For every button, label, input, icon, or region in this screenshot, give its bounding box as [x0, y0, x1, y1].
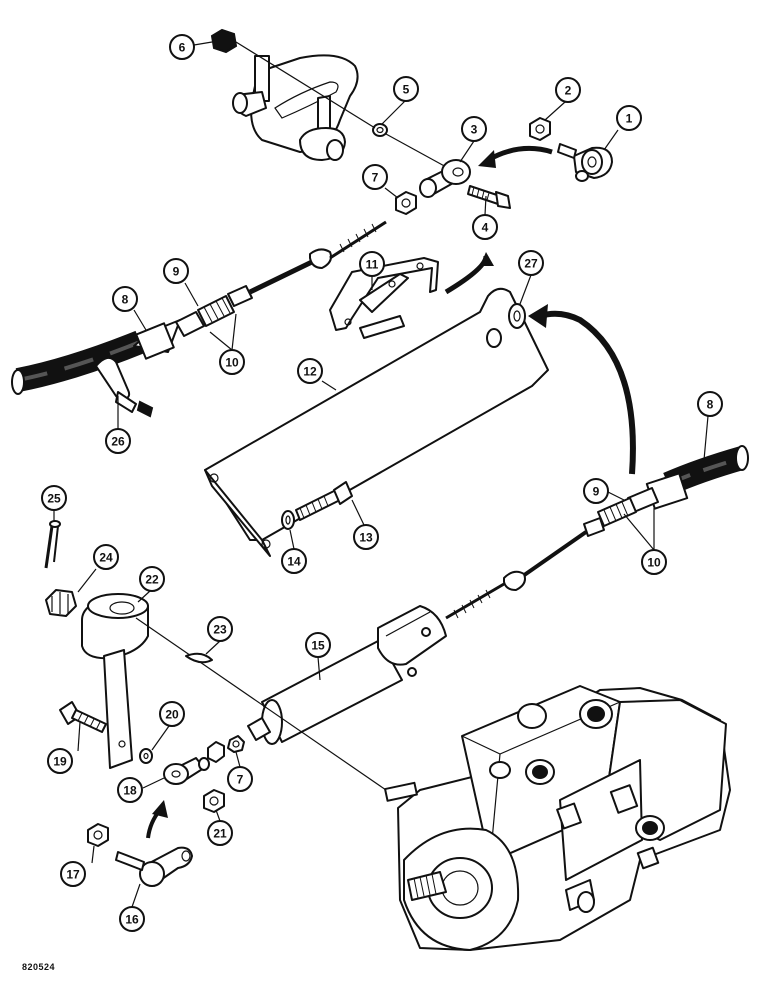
callout-28: 21: [207, 820, 233, 846]
svg-text:10: 10: [225, 356, 239, 370]
svg-text:22: 22: [145, 573, 159, 587]
svg-text:11: 11: [366, 258, 379, 272]
callout-2: 2: [555, 77, 581, 103]
svg-text:2: 2: [565, 84, 572, 98]
bracket-11: [329, 257, 439, 339]
rod-end-18: [163, 757, 210, 785]
svg-text:14: 14: [287, 555, 301, 569]
bolt-4: [467, 185, 511, 209]
svg-text:21: 21: [213, 827, 227, 841]
assembly-arrow-top: [478, 145, 553, 168]
callout-14: 8: [697, 391, 723, 417]
ball-joint-16: [115, 846, 193, 887]
leader-lines: [53, 41, 709, 908]
callout-12: 12: [297, 358, 323, 384]
svg-text:8: 8: [122, 293, 129, 307]
cotter-pin-25: [44, 520, 61, 569]
nut-7-lower: [207, 735, 245, 763]
svg-text:20: 20: [165, 708, 179, 722]
nut-2: [529, 117, 551, 141]
callout-19: 22: [139, 566, 165, 592]
assembly-arrow-large: [528, 304, 636, 475]
callout-3: 1: [616, 105, 642, 131]
callout-8: 27: [518, 250, 544, 276]
callout-26: 7: [227, 766, 253, 792]
svg-text:25: 25: [47, 492, 61, 506]
woodruff-key-23: [185, 652, 213, 664]
control-lever-bracket: [232, 54, 359, 161]
callout-23: 15: [305, 632, 331, 658]
svg-text:7: 7: [372, 171, 379, 185]
actuator-15: [247, 605, 447, 745]
svg-text:13: 13: [359, 531, 373, 545]
svg-text:24: 24: [99, 551, 113, 565]
bolt-13: [295, 481, 353, 521]
callout-0: 6: [169, 34, 195, 60]
svg-text:16: 16: [125, 913, 139, 927]
rod-end-3: [419, 159, 471, 198]
lever-arm-22: [81, 593, 149, 769]
callout-9: 9: [163, 258, 189, 284]
cover-plate-12: [204, 287, 549, 557]
nut-21: [203, 789, 225, 813]
nut-17: [87, 823, 109, 847]
washer-27: [508, 303, 526, 329]
callout-4: 3: [461, 116, 487, 142]
control-cable-upper: [11, 220, 387, 418]
callout-30: 16: [119, 906, 145, 932]
callout-7: 11: [359, 251, 385, 277]
callout-15: 9: [583, 478, 609, 504]
svg-text:6: 6: [179, 41, 186, 55]
svg-text:1: 1: [626, 112, 633, 126]
bolt-19: [59, 701, 107, 733]
svg-text:4: 4: [482, 221, 489, 235]
callout-11: 10: [219, 349, 245, 375]
washer-5: [372, 123, 388, 137]
washer-20: [139, 748, 153, 764]
nut-7-top: [395, 191, 417, 215]
svg-text:12: 12: [303, 365, 317, 379]
callout-17: 25: [41, 485, 67, 511]
svg-text:3: 3: [471, 123, 478, 137]
nut-6: [210, 28, 238, 54]
svg-text:5: 5: [403, 83, 410, 97]
assembly-arrow-bracket: [444, 252, 494, 295]
callout-13: 26: [105, 428, 131, 454]
svg-text:17: 17: [66, 868, 80, 882]
callout-22: 23: [207, 616, 233, 642]
callout-27: 18: [117, 777, 143, 803]
svg-text:10: 10: [647, 556, 661, 570]
svg-text:23: 23: [213, 623, 227, 637]
callout-18: 24: [93, 544, 119, 570]
svg-text:26: 26: [111, 435, 125, 449]
hydraulic-pump: [384, 685, 731, 951]
ball-joint-1: [557, 143, 613, 182]
svg-text:7: 7: [237, 773, 244, 787]
callout-25: 19: [47, 748, 73, 774]
callout-16: 10: [641, 549, 667, 575]
assembly-arrow-lower: [146, 800, 168, 839]
svg-text:15: 15: [311, 639, 325, 653]
callout-20: 13: [353, 524, 379, 550]
callout-6: 4: [472, 214, 498, 240]
svg-text:27: 27: [524, 257, 538, 271]
svg-text:8: 8: [707, 398, 714, 412]
svg-text:18: 18: [123, 784, 137, 798]
callout-10: 8: [112, 286, 138, 312]
washer-14: [281, 510, 295, 530]
figure-reference-code: 820524: [22, 962, 56, 972]
svg-text:19: 19: [53, 755, 67, 769]
control-cable-lower: [445, 445, 749, 620]
svg-text:9: 9: [593, 485, 600, 499]
callout-24: 20: [159, 701, 185, 727]
castle-nut-24: [45, 589, 77, 617]
callout-5: 7: [362, 164, 388, 190]
callout-1: 5: [393, 76, 419, 102]
callout-21: 14: [281, 548, 307, 574]
callout-29: 17: [60, 861, 86, 887]
svg-text:9: 9: [173, 265, 180, 279]
